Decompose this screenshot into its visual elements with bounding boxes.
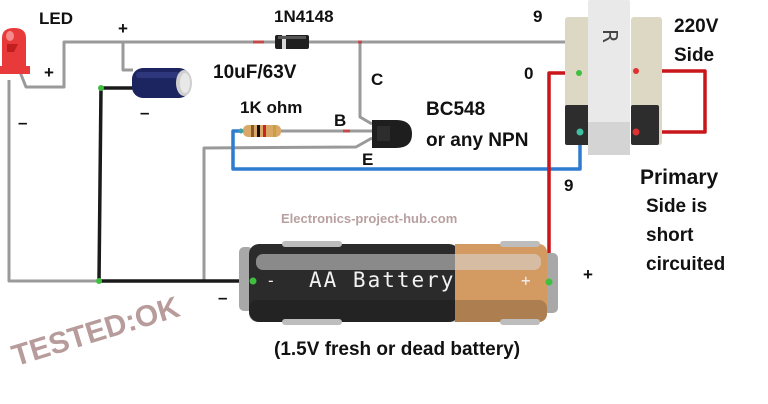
cap-minus-mark: – <box>140 103 150 122</box>
node <box>96 278 102 284</box>
wire-collector <box>358 42 373 126</box>
wire-top-rail <box>62 40 570 82</box>
wire-led-cathode <box>7 80 98 283</box>
node <box>576 128 584 136</box>
watermark: Electronics-project-hub.com <box>281 211 458 226</box>
battery-neg-mark: - <box>266 271 276 290</box>
secondary-label-line2: Side <box>674 45 715 66</box>
wire-emitter <box>202 136 373 281</box>
node <box>545 278 553 286</box>
transistor-sublabel: or any NPN <box>426 130 529 151</box>
wire-cap-plus <box>121 42 133 72</box>
primary-note-line1: Primary <box>640 166 719 189</box>
wire-secondary-short <box>636 69 707 134</box>
diode-label: 1N4148 <box>274 7 334 26</box>
primary-note-line3: short <box>646 225 694 246</box>
wire-feedback-blue <box>231 129 582 171</box>
transistor-label: BC548 <box>426 99 486 120</box>
led-component <box>0 28 30 74</box>
resistor-component <box>243 125 281 137</box>
node <box>98 85 104 91</box>
transistor-component <box>372 120 412 148</box>
secondary-label-line1: 220V <box>674 16 719 37</box>
battery-caption: (1.5V fresh or dead battery) <box>274 339 521 360</box>
tap-bottom-label: 9 <box>564 176 574 195</box>
wire-led-anode <box>18 71 66 89</box>
resistor-label: 1K ohm <box>240 98 303 117</box>
connection-nodes <box>96 68 640 286</box>
battery-outer-minus: – <box>218 288 228 307</box>
capacitor-label: 10uF/63V <box>213 62 297 83</box>
transformer-glyph: R <box>598 29 622 43</box>
wire-battery-negative <box>97 86 253 283</box>
node <box>249 277 257 285</box>
node <box>576 70 582 76</box>
battery-label: AA Battery <box>309 268 456 292</box>
primary-note-line2: Side is <box>646 196 708 217</box>
pin-c-label: C <box>371 70 384 89</box>
transformer-component: R <box>565 0 662 155</box>
battery-component <box>239 241 558 325</box>
tap-top-label: 9 <box>533 7 543 26</box>
capacitor-component <box>132 68 192 98</box>
led-plus-mark: + <box>44 63 54 82</box>
pin-e-label: E <box>362 150 374 169</box>
led-minus-mark: – <box>18 113 28 132</box>
pin-b-label: B <box>334 111 347 130</box>
node <box>238 128 244 134</box>
battery-outer-plus: + <box>583 265 593 284</box>
diode-component <box>275 35 309 49</box>
tap-center-label: 0 <box>524 64 534 83</box>
primary-note-line4: circuited <box>646 254 726 275</box>
node <box>632 128 640 136</box>
cap-plus-mark: + <box>118 19 128 38</box>
led-label: LED <box>39 9 73 28</box>
node <box>633 68 639 74</box>
battery-pos-mark: + <box>521 271 531 290</box>
